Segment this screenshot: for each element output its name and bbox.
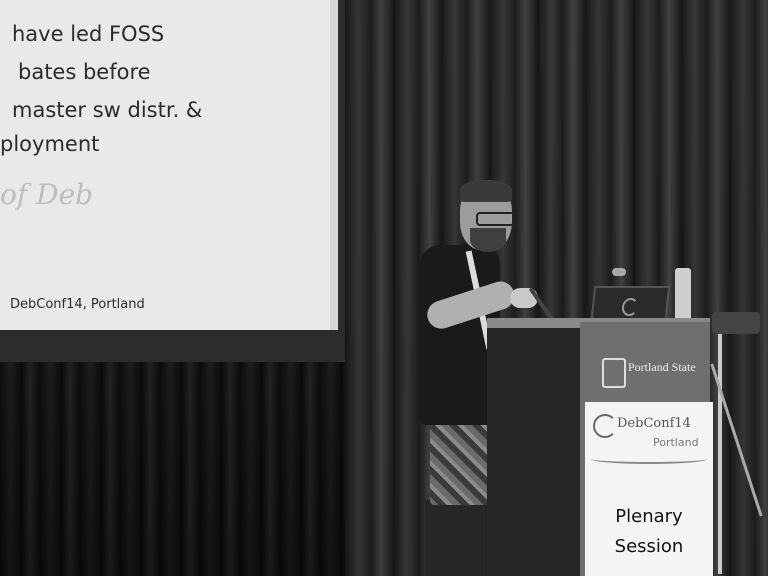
banner-line-plenary: Plenary xyxy=(615,506,683,527)
university-sign-text: Portland State xyxy=(628,360,696,374)
university-sign: Portland State xyxy=(598,352,698,398)
banner-wave-decoration xyxy=(591,454,707,464)
podium-banner: DebConf14 Portland Plenary Session xyxy=(585,402,713,576)
slide-line-2: bates before xyxy=(18,60,151,84)
glasses-icon xyxy=(476,212,518,226)
travel-mug-icon xyxy=(675,268,691,324)
slide-faded-text: of Deb xyxy=(0,178,94,211)
speaker-hair xyxy=(460,180,512,202)
slide-line-3: master sw distr. & xyxy=(12,98,203,122)
podium-side xyxy=(487,322,583,576)
university-emblem-icon xyxy=(602,358,626,388)
slide-footer: DebConf14, Portland xyxy=(10,297,145,312)
banner-logo: DebConf14 xyxy=(617,416,691,431)
debian-swirl-icon xyxy=(593,414,617,438)
microphone-icon xyxy=(612,268,626,276)
projection-screen: have led FOSS bates before master sw dis… xyxy=(0,0,330,330)
slide-line-1: have led FOSS xyxy=(12,22,165,46)
banner-city: Portland xyxy=(653,436,699,449)
speaker-beard xyxy=(470,228,506,252)
banner-line-session: Session xyxy=(614,536,684,557)
slide-line-4: ployment xyxy=(0,132,100,156)
projection-screen-frame: have led FOSS bates before master sw dis… xyxy=(0,0,345,362)
tripod-leg xyxy=(718,334,722,574)
speaker-shorts xyxy=(430,415,490,505)
video-camera-icon xyxy=(712,312,760,334)
speaker-legs xyxy=(425,500,485,576)
swirl-logo-icon xyxy=(621,298,639,316)
